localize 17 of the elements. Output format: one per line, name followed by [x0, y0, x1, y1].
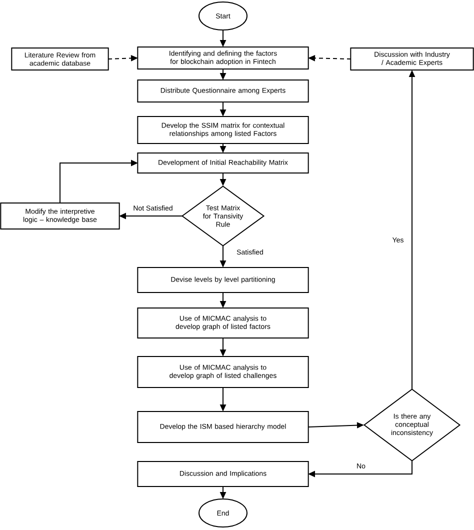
arrow	[60, 160, 138, 204]
arrow	[220, 387, 226, 412]
arrow	[308, 55, 352, 62]
arrow	[119, 212, 182, 220]
arrow	[220, 68, 226, 80]
arrow	[220, 102, 226, 116]
arrow	[408, 70, 416, 390]
arrow	[308, 460, 412, 478]
arrow	[220, 292, 226, 308]
arrow	[220, 246, 226, 268]
arrow	[220, 30, 226, 47]
arrow	[220, 143, 226, 153]
arrow	[220, 172, 226, 186]
arrow	[308, 422, 364, 428]
arrow	[220, 486, 226, 499]
arrow	[220, 338, 226, 356]
arrow	[108, 55, 138, 62]
